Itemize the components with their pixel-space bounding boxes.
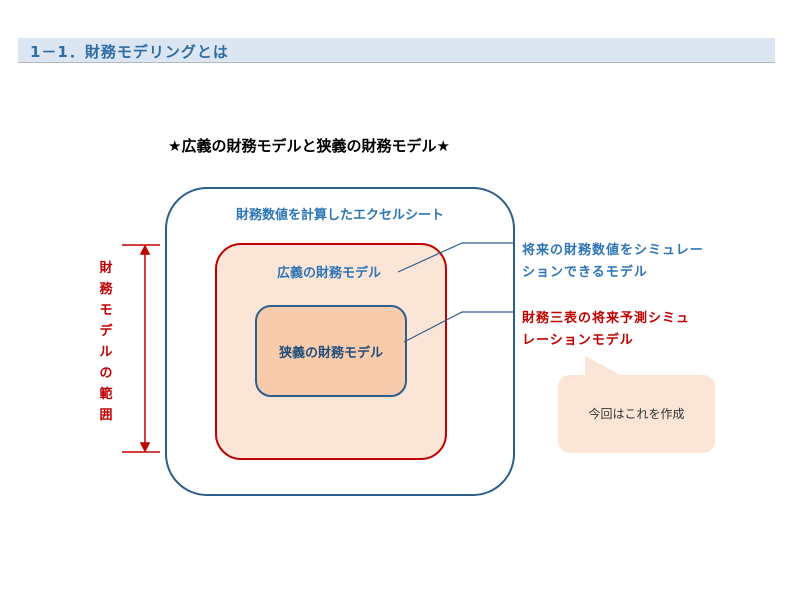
broad-desc-line: 将来の財務数値をシミュレー [522,243,704,258]
broad-connector [397,242,515,273]
range-label-char: モ [99,303,113,318]
broad-model-label: 広義の財務モデル [276,266,381,281]
excel-sheet-label: 財務数値を計算したエクセルシート [235,208,444,223]
narrow-connector [403,311,515,343]
callout-tail [585,356,622,376]
narrow-desc-line: レーションモデル [522,333,634,348]
section-title: 1－1．財務モデリングとは [30,43,229,61]
excel-sheet-box [165,187,515,496]
range-label-char: 務 [99,282,113,297]
section-header: 1－1．財務モデリングとは [18,38,775,63]
range-label-char: 囲 [99,408,113,423]
narrow-model-box [255,305,407,397]
diagram-title: ★広義の財務モデルと狭義の財務モデル★ [168,137,450,155]
range-label-char: の [99,366,113,381]
callout-text: 今回はこれを作成 [588,407,685,421]
range-label-char: 範 [99,387,113,402]
range-label-char: デ [99,324,113,339]
range-label: 財務モデルの範囲 [98,258,114,426]
broad-desc: 将来の財務数値をシミュレー ションできるモデル [522,240,704,284]
narrow-desc: 財務三表の将来予測シミュ レーションモデル [522,308,690,352]
range-label-char: ル [99,345,113,360]
range-arrow [122,244,160,453]
narrow-desc-line: 財務三表の将来予測シミュ [522,311,691,326]
callout-bubble: 今回はこれを作成 [558,375,715,453]
narrow-model-label: 狭義の財務モデル [278,346,383,361]
range-label-char: 財 [99,261,113,276]
broad-desc-line: ションできるモデル [522,265,648,280]
